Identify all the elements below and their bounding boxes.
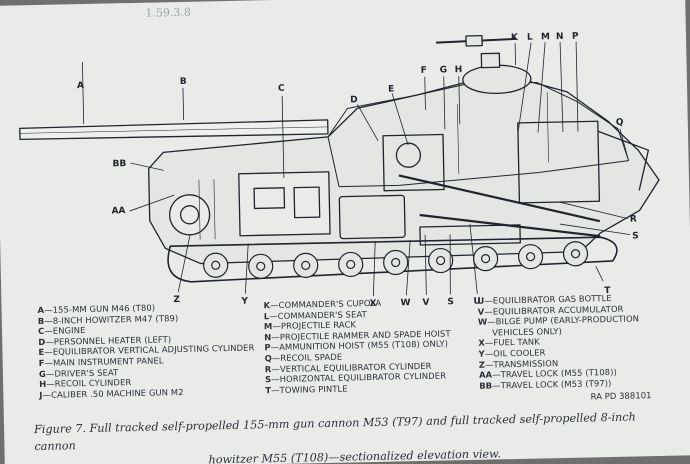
legend-dash: — — [484, 359, 494, 370]
legend-dash: — — [271, 331, 280, 342]
legend-key: AA — [478, 369, 493, 380]
callout-y: Y — [240, 297, 248, 307]
legend-text: TOWING PINTLE — [279, 383, 348, 395]
callout-v: V — [422, 298, 429, 308]
track — [167, 236, 618, 283]
legend-dash: — — [484, 348, 494, 359]
legend-dash: — — [44, 325, 53, 337]
callout-b: B — [180, 77, 187, 87]
figure-caption: Figure 7. Full tracked self-propelled 15… — [34, 408, 675, 464]
callout-r: R — [630, 214, 637, 224]
callout-z: Z — [173, 295, 180, 305]
callout-bb: BB — [112, 159, 126, 169]
turret — [327, 82, 630, 188]
legend-text: ENGINE — [52, 325, 86, 336]
legend-text: TRANSMISSION — [493, 357, 559, 370]
legend-text: 8-INCH HOWITZER M47 (T89) — [52, 312, 179, 326]
callout-s: S — [632, 231, 639, 241]
callout-d: D — [350, 95, 358, 105]
legend-text: BILGE PUMP (EARLY-PRODUCTION — [495, 313, 640, 327]
legend-text: TRAVEL LOCK (M53 (T97)) — [500, 377, 612, 391]
legend: A—155-MM GUN M46 (T80)B—8-INCH HOWITZER … — [1, 291, 690, 400]
callout-t: T — [604, 286, 611, 296]
legend-dash: — — [271, 363, 281, 374]
legend-dash: — — [45, 336, 54, 347]
legend-dash: — — [270, 342, 280, 353]
legend-dash: — — [44, 315, 53, 326]
legend-text: CALIBER .50 MACHINE GUN M2 — [50, 386, 184, 400]
legend-text: DRIVER'S SEAT — [54, 366, 119, 379]
legend-dash: — — [42, 389, 52, 400]
callout-w: W — [400, 298, 410, 308]
legend-dash: — — [487, 316, 496, 327]
legend-text: VEHICLES ONLY) — [492, 325, 563, 338]
legend-dash: — — [492, 369, 501, 380]
legend-text: RECOIL SPADE — [280, 351, 343, 363]
callout-f: F — [421, 66, 427, 76]
callout-n: N — [556, 32, 564, 42]
legend-dash: — — [270, 299, 279, 311]
legend-dash: — — [272, 321, 281, 332]
road-wheels — [203, 241, 589, 279]
callout-l: L — [527, 33, 533, 43]
callout-e: E — [388, 84, 394, 94]
legend-text: OIL COOLER — [493, 347, 546, 359]
legend-text: FUEL TANK — [493, 336, 540, 348]
callout-q: Q — [616, 118, 624, 128]
legend-dash: — — [46, 378, 55, 390]
ra-pd-number: RA PD 388101 — [590, 391, 652, 403]
legend-dash: — — [484, 337, 494, 349]
callout-g: G — [440, 65, 448, 75]
callout-s2: S — [447, 297, 454, 307]
legend-dash: — — [271, 352, 281, 364]
legend-dash: — — [269, 310, 278, 321]
callout-h: H — [455, 65, 463, 75]
callout-u: U — [473, 297, 481, 307]
callout-x: X — [369, 299, 376, 309]
pencil-note: 1.59.3.8 — [145, 5, 191, 20]
legend-key: BB — [479, 380, 493, 391]
callout-c: C — [278, 84, 285, 94]
legend-dash: — — [484, 306, 493, 317]
caption-line-2: howitzer M55 (T108)—sectionalized elevat… — [208, 447, 502, 464]
vehicle-sectional-diagram: A B BB AA C D E F G H K L M N P Q R S T … — [19, 32, 660, 309]
legend-dash: — — [271, 374, 280, 385]
callout-p: P — [572, 32, 579, 42]
legend-text: MAIN INSTRUMENT PANEL — [52, 355, 164, 368]
callout-k: K — [511, 33, 519, 43]
callout-a: A — [77, 81, 84, 91]
callout-aa: AA — [111, 206, 125, 216]
legend-column-1: A—155-MM GUN M46 (T80)B—8-INCH HOWITZER … — [37, 300, 279, 400]
callout-m: M — [541, 32, 550, 42]
gun-barrel — [19, 119, 329, 140]
legend-dash: — — [44, 304, 53, 315]
